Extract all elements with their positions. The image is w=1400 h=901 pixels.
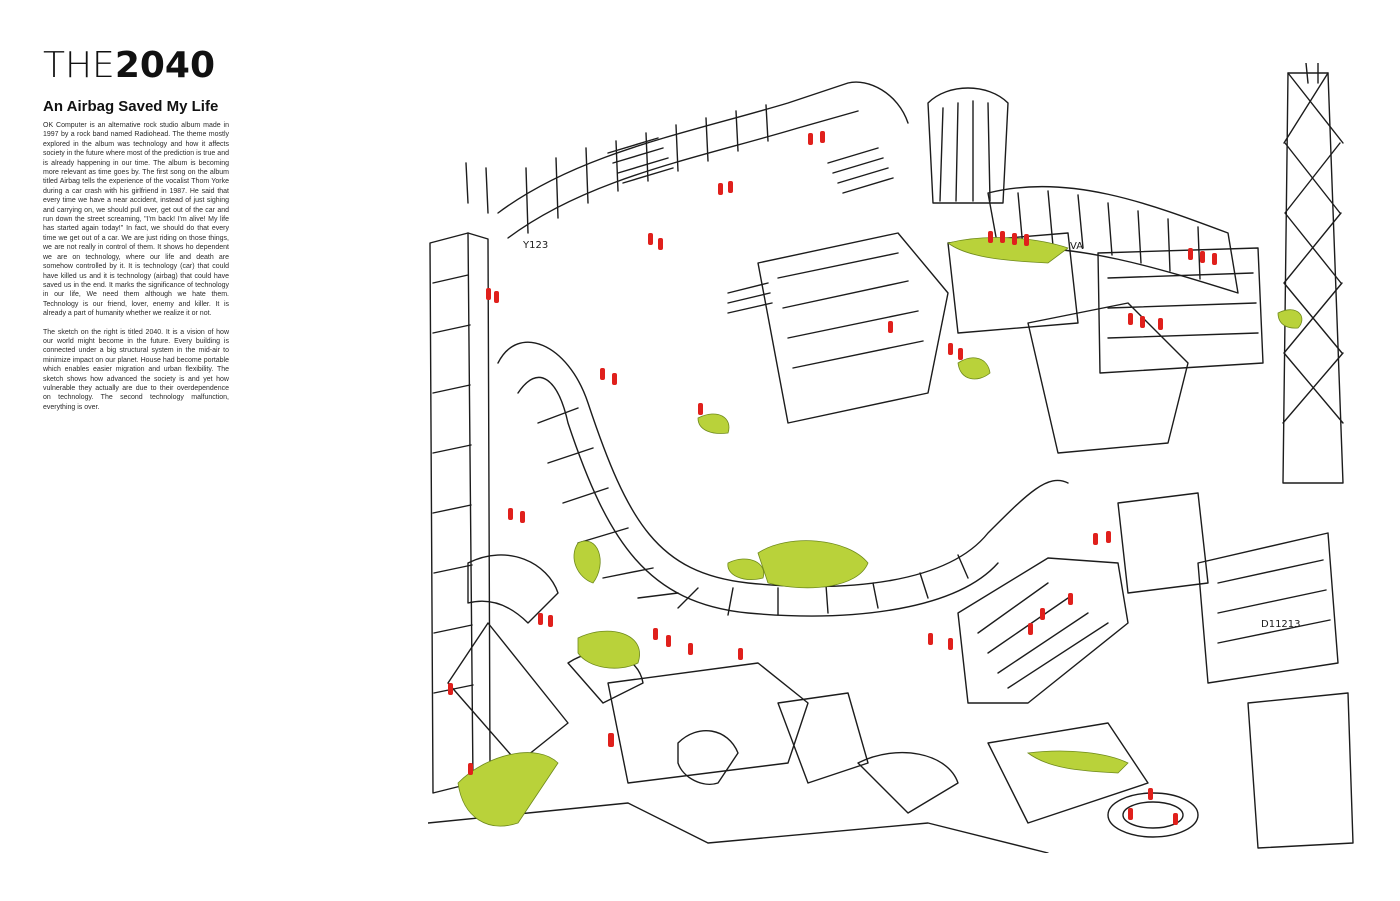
article-paragraph-2: The sketch on the right is titled 2040. … <box>43 328 229 411</box>
city-sketch-illustration: Y123 D11213 VA <box>428 63 1358 853</box>
article-body: OK Computer is an alternative rock studi… <box>43 121 229 421</box>
sketch-linework <box>428 63 1354 853</box>
sketch-sign-1: Y123 <box>522 240 548 251</box>
city-sketch-svg: Y123 D11213 VA <box>428 63 1354 853</box>
sketch-sign-3: VA <box>1070 241 1083 252</box>
page-title-bold: 2040 <box>114 45 216 86</box>
article-subtitle: An Airbag Saved My Life <box>43 98 219 115</box>
sketch-signage: Y123 D11213 VA <box>522 240 1301 630</box>
page-title-light: THE <box>43 45 115 86</box>
sketch-figures <box>448 131 1217 825</box>
article-paragraph-1: OK Computer is an alternative rock studi… <box>43 122 229 318</box>
sketch-sign-2: D11213 <box>1261 619 1301 630</box>
sketch-greenery <box>457 237 1303 827</box>
page-title: THE2040 <box>43 44 215 88</box>
